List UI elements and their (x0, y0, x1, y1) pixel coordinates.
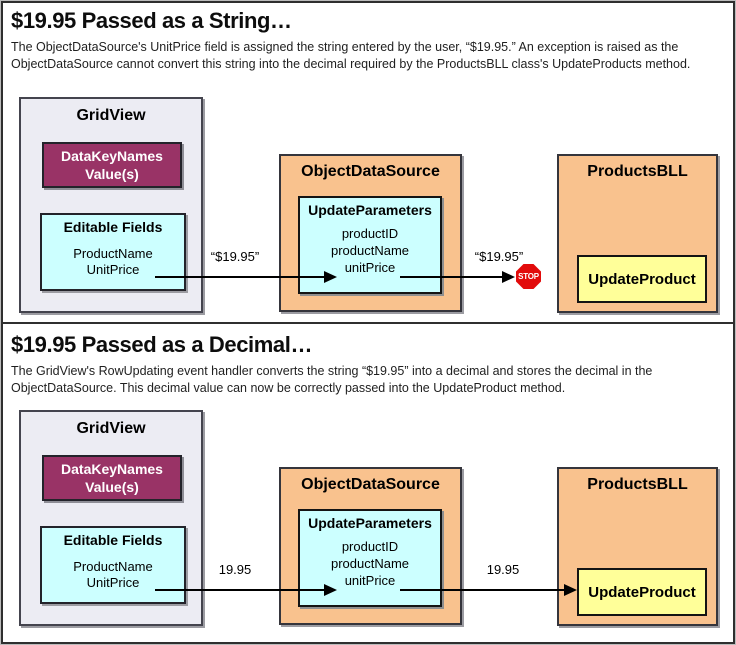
arrow-label: “$19.95” (474, 249, 524, 264)
field-unitprice: UnitPrice (86, 262, 140, 277)
objectdatasource-box: ObjectDataSource UpdateParameters produc… (279, 154, 462, 312)
param-unitprice: unitPrice (344, 573, 396, 588)
editable-fields-box: Editable Fields ProductName UnitPrice (40, 526, 186, 604)
objectdatasource-title: ObjectDataSource (301, 163, 440, 180)
productsbll-box: ProductsBLL UpdateProduct (557, 154, 718, 313)
param-productid: productID (341, 226, 399, 241)
arrow-line (400, 589, 565, 591)
objectdatasource-box: ObjectDataSource UpdateParameters produc… (279, 467, 462, 625)
updateproduct-box: UpdateProduct (577, 255, 707, 303)
field-productname: ProductName (73, 246, 153, 261)
productsbll-box: ProductsBLL UpdateProduct (557, 467, 718, 626)
objectdatasource-title: ObjectDataSource (301, 476, 440, 493)
arrow-line (155, 276, 325, 278)
editable-fields-list: ProductName UnitPrice (42, 559, 184, 591)
editable-fields-box: Editable Fields ProductName UnitPrice (40, 213, 186, 291)
updateparameters-list: productID productName unitPrice (300, 225, 440, 276)
panel-description: The GridView's RowUpdating event handler… (11, 364, 653, 395)
gridview-title: GridView (76, 420, 146, 437)
panel-decimal: $19.95 Passed as a Decimal… The GridView… (3, 322, 733, 640)
arrow-label: “$19.95” (210, 249, 260, 264)
panel-string: $19.95 Passed as a String… The ObjectDat… (3, 3, 733, 322)
param-productname: productName (330, 243, 410, 258)
arrow-head-icon (502, 271, 515, 283)
stop-sign-icon: STOP (515, 263, 542, 290)
panel-description: The ObjectDataSource's UnitPrice field i… (11, 40, 691, 71)
flow-diagram: GridView DataKeyNames Value(s) Editable … (3, 97, 733, 322)
arrow-line (400, 276, 503, 278)
datakeynames-line1: DataKeyNames (61, 148, 163, 164)
datakeynames-line2: Value(s) (85, 166, 139, 182)
arrow-line (155, 589, 325, 591)
arrow-head-icon (324, 584, 337, 596)
datakeynames-line2: Value(s) (85, 479, 139, 495)
param-productname: productName (330, 556, 410, 571)
param-unitprice: unitPrice (344, 260, 396, 275)
field-productname: ProductName (73, 559, 153, 574)
datakeynames-box: DataKeyNames Value(s) (42, 455, 182, 501)
gridview-title: GridView (76, 107, 146, 124)
updateproduct-box: UpdateProduct (577, 568, 707, 616)
datakeynames-line1: DataKeyNames (61, 461, 163, 477)
editable-fields-title: Editable Fields (63, 532, 163, 548)
stop-sign-label: STOP (516, 264, 541, 289)
editable-fields-list: ProductName UnitPrice (42, 246, 184, 278)
arrow-head-icon (324, 271, 337, 283)
updateparameters-box: UpdateParameters productID productName u… (298, 196, 442, 294)
arrow-label: 19.95 (486, 562, 520, 577)
panel-title: $19.95 Passed as a String… (11, 8, 292, 33)
productsbll-title: ProductsBLL (587, 476, 688, 493)
gridview-box: GridView DataKeyNames Value(s) Editable … (19, 410, 203, 626)
editable-fields-title: Editable Fields (63, 219, 163, 235)
datakeynames-box: DataKeyNames Value(s) (42, 142, 182, 188)
arrow-label: 19.95 (218, 562, 252, 577)
updateparameters-list: productID productName unitPrice (300, 538, 440, 589)
productsbll-title: ProductsBLL (587, 163, 688, 180)
gridview-box: GridView DataKeyNames Value(s) Editable … (19, 97, 203, 313)
updateparameters-title: UpdateParameters (308, 515, 432, 531)
arrow-head-icon (564, 584, 577, 596)
param-productid: productID (341, 539, 399, 554)
panel-title: $19.95 Passed as a Decimal… (11, 332, 313, 357)
updateparameters-title: UpdateParameters (308, 202, 432, 218)
flow-diagram: GridView DataKeyNames Value(s) Editable … (3, 410, 733, 635)
field-unitprice: UnitPrice (86, 575, 140, 590)
updateparameters-box: UpdateParameters productID productName u… (298, 509, 442, 607)
